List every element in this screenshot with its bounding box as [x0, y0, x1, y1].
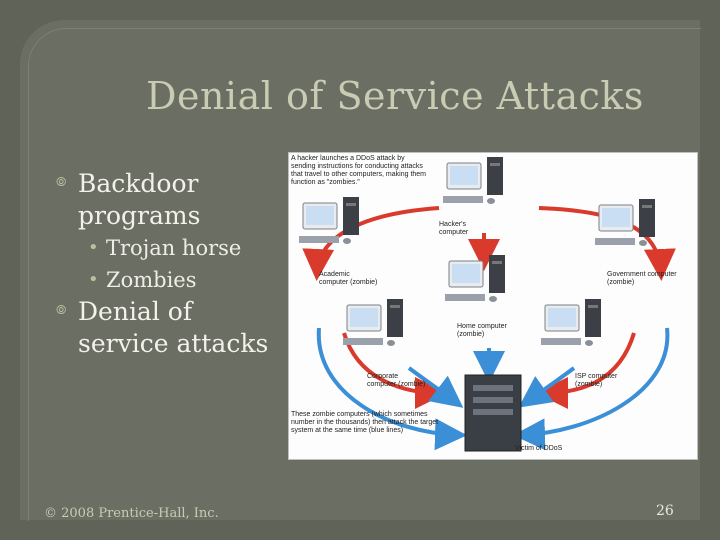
- bullet-item: ⦾ Backdoor programs: [56, 168, 286, 232]
- academic-label: Academic computer (zombie): [319, 271, 378, 286]
- sub-bullet-item: • Trojan horse: [56, 232, 286, 264]
- bullet-icon: ⦾: [56, 303, 67, 318]
- bullet-icon: ⦾: [56, 175, 67, 190]
- bullet-list: ⦾ Backdoor programs • Trojan horse • Zom…: [56, 168, 286, 360]
- footer-copyright: © 2008 Prentice-Hall, Inc.: [44, 506, 219, 521]
- ddos-diagram: A hacker launches a DDoS attack by sendi…: [288, 152, 698, 460]
- home-label: Home computer (zombie): [457, 323, 507, 338]
- bullet-text: Backdoor programs: [78, 169, 201, 230]
- ddos-diagram-graphic: [298, 156, 676, 452]
- sub-bullet-text: Zombies: [106, 268, 197, 292]
- bullet-text: Denial of service attacks: [78, 297, 269, 358]
- hacker-label: Hacker's computer: [439, 221, 469, 236]
- victim-server-icon: [464, 374, 522, 452]
- slide-panel-border: [28, 28, 701, 521]
- sub-bullet-icon: •: [88, 237, 99, 258]
- hacker-computer-icon: [442, 156, 504, 205]
- sub-bullet-icon: •: [88, 269, 99, 290]
- page-number: 26: [656, 503, 674, 519]
- isp-label: ISP computer (zombie): [575, 373, 618, 388]
- sub-bullet-text: Trojan horse: [106, 236, 242, 260]
- victim-label: Victim of DDoS: [515, 445, 563, 452]
- corporate-label: Corporate computer (zombie): [367, 373, 426, 388]
- isp-computer-icon: [540, 298, 602, 347]
- bottom-caption: These zombie computers (which sometimes …: [291, 411, 439, 434]
- slide-title: Denial of Service Attacks: [146, 74, 644, 118]
- government-label: Government computer (zombie): [607, 271, 677, 286]
- home-computer-icon: [444, 254, 506, 303]
- sub-bullet-item: • Zombies: [56, 264, 286, 296]
- bullet-item: ⦾ Denial of service attacks: [56, 296, 286, 360]
- corporate-computer-icon: [342, 298, 404, 347]
- top-caption: A hacker launches a DDoS attack by sendi…: [291, 155, 427, 186]
- academic-computer-icon: [298, 196, 360, 245]
